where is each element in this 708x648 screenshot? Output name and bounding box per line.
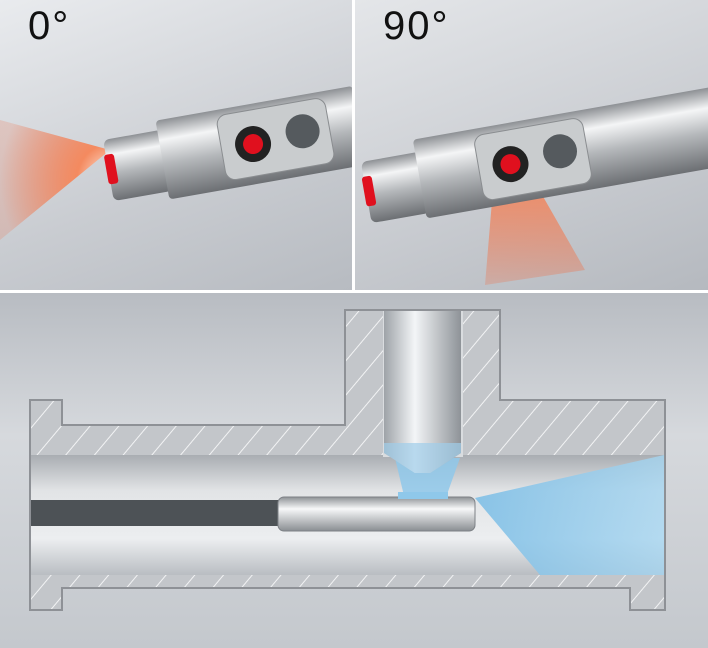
probe-90-degree-image [361, 84, 708, 285]
sensor-window [543, 134, 578, 169]
probe-shaft [31, 500, 281, 526]
red-led [243, 134, 264, 155]
pipe-diagram [29, 309, 666, 611]
red-led [500, 154, 521, 175]
panel-90-degree: 90° [355, 0, 708, 290]
blue-light-beam-right [475, 455, 664, 575]
vertical-probe [384, 311, 461, 473]
horizontal-probe [277, 496, 476, 532]
probe-0-degree-image [0, 86, 352, 240]
sensor-window [285, 114, 320, 149]
angle-label: 0° [28, 4, 71, 48]
threaded-tip [104, 130, 172, 201]
angle-label: 90° [383, 4, 450, 48]
pipe-cross-section [0, 293, 708, 648]
threaded-tip [361, 152, 430, 223]
panel-0-degree: 0° [0, 0, 352, 290]
red-light-beam [0, 120, 110, 240]
